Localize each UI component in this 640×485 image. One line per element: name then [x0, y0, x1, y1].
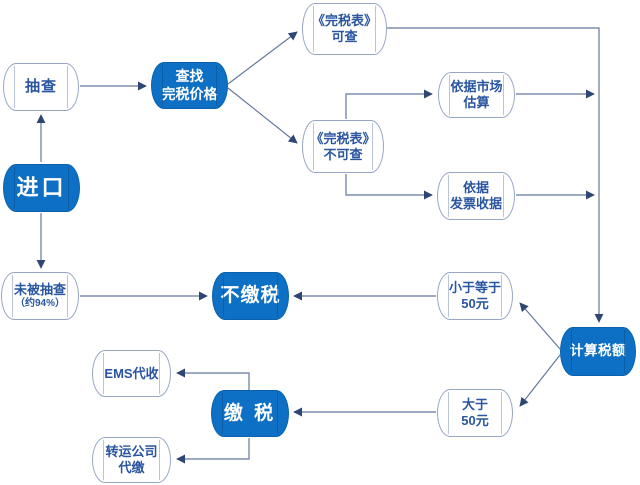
- node-label: 代缴: [118, 460, 145, 475]
- node-label: 转运公司: [105, 444, 158, 460]
- node-not-spot-checked: 未被抽查 （约94%）: [1, 272, 79, 320]
- node-duty-table-unavailable: 《完税表》 不可查: [302, 120, 384, 173]
- node-label: 查找: [175, 68, 204, 85]
- node-label: 小于等于: [448, 280, 501, 296]
- node-label: 大于: [461, 397, 488, 413]
- node-label: 完税价格: [161, 85, 218, 102]
- node-calculate-tax: 计算税额: [560, 327, 636, 376]
- node-label: 进口: [16, 174, 67, 200]
- node-label: 缴 税: [223, 402, 277, 424]
- node-import: 进口: [3, 164, 80, 212]
- node-label: 《完税表》: [310, 130, 376, 146]
- node-label: 可查: [331, 29, 358, 44]
- node-invoice-receipt: 依据 发票收据: [437, 172, 515, 220]
- node-label: （约94%）: [14, 297, 65, 309]
- node-label: 不缴税: [220, 285, 281, 307]
- node-duty-table-available: 《完税表》 可查: [302, 3, 387, 55]
- node-less-equal-50: 小于等于 50元: [437, 272, 513, 320]
- node-market-estimate: 依据市场 估算: [438, 72, 515, 118]
- node-label: 未被抽查: [13, 281, 66, 297]
- node-label: 依据: [462, 180, 489, 196]
- node-greater-than-50: 大于 50元: [437, 389, 513, 437]
- node-label: EMS代收: [104, 365, 159, 381]
- node-find-duty-price: 查找 完税价格: [151, 62, 228, 109]
- node-label: 发票收据: [449, 196, 502, 211]
- node-label: 50元: [461, 413, 489, 428]
- node-ems-collect: EMS代收: [92, 350, 171, 397]
- node-label: 《完税表》: [311, 13, 377, 29]
- node-label: 估算: [463, 95, 490, 110]
- node-spot-check: 抽查: [3, 63, 79, 111]
- node-label: 50元: [461, 296, 489, 311]
- node-label: 不可查: [323, 146, 363, 162]
- node-no-tax: 不缴税: [212, 272, 289, 320]
- node-transfer-company-pay: 转运公司 代缴: [92, 437, 171, 483]
- node-label: 依据市场: [450, 79, 503, 95]
- node-label: 抽查: [24, 77, 57, 95]
- node-pay-tax: 缴 税: [211, 390, 289, 437]
- node-label: 计算税额: [570, 343, 626, 359]
